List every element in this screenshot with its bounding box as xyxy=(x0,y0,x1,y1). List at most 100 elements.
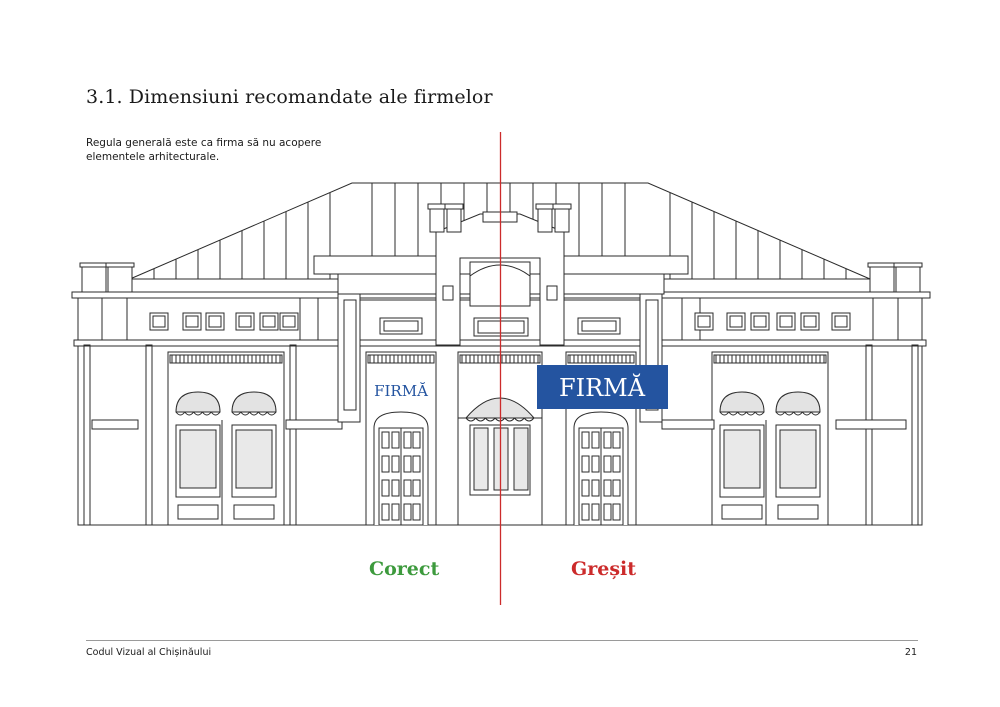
attic-window-pane xyxy=(262,315,276,328)
door-panel xyxy=(581,479,590,497)
window-bay xyxy=(711,351,829,526)
central-chimney xyxy=(554,207,570,233)
central-chimney xyxy=(446,207,462,233)
awning-scallop xyxy=(793,411,803,416)
door-panel xyxy=(591,431,600,449)
sign-wrong: FIRMĂ xyxy=(537,365,668,409)
door-panel xyxy=(391,431,400,449)
attic-window xyxy=(800,312,820,331)
awning-scallop xyxy=(810,411,821,416)
central-chimney-cap xyxy=(444,203,464,210)
attic-window xyxy=(235,312,255,331)
window-glass xyxy=(723,429,761,489)
awning-scallop xyxy=(801,411,812,416)
door-panel xyxy=(591,455,600,473)
chimney xyxy=(107,265,133,293)
wall-pilaster xyxy=(865,344,873,526)
door-panel xyxy=(381,455,390,473)
attic-window-pane xyxy=(753,315,767,328)
window-sill-panel xyxy=(177,504,219,520)
attic-window-pane xyxy=(834,315,848,328)
center-window-glass xyxy=(513,427,529,491)
attic-window xyxy=(776,312,796,331)
central-pillar-inner xyxy=(343,299,357,411)
correct-label: Corect xyxy=(369,558,440,580)
ledge xyxy=(91,419,139,430)
page-title: 3.1. Dimensiuni recomandate ale firmelor xyxy=(86,86,493,108)
awning-scallop xyxy=(719,411,730,416)
attic-window xyxy=(279,312,299,331)
central-pillar xyxy=(337,293,361,423)
door-panel xyxy=(612,431,621,449)
door-panel xyxy=(381,431,390,449)
awning-scallop xyxy=(475,417,486,422)
window-sill-panel xyxy=(721,504,763,520)
awning xyxy=(719,391,765,413)
awning-scallop xyxy=(523,417,535,422)
footer-divider xyxy=(86,640,918,641)
awning-scallop xyxy=(210,411,221,416)
awning-scallop xyxy=(465,417,477,422)
awning-scallop xyxy=(240,411,251,416)
window-sill-panel xyxy=(777,504,819,520)
intro-paragraph: Regula generală este ca firma să nu acop… xyxy=(86,137,322,163)
door-panel xyxy=(581,431,590,449)
awning-scallop xyxy=(231,411,242,416)
chimney-cap xyxy=(105,262,135,268)
center-window-glass xyxy=(473,427,489,491)
central-chimney xyxy=(429,207,445,233)
window-sill-panel xyxy=(233,504,275,520)
door-panel xyxy=(612,479,621,497)
awning xyxy=(775,391,821,413)
attic-window-pane xyxy=(238,315,252,328)
awning-scallop xyxy=(201,411,212,416)
door-panel xyxy=(603,503,612,521)
chimney xyxy=(869,265,895,293)
attic-window xyxy=(726,312,746,331)
attic-window-pane xyxy=(185,315,199,328)
ledge xyxy=(285,419,343,430)
attic-window xyxy=(694,312,714,331)
chimney-cap xyxy=(867,262,897,268)
window-glass xyxy=(179,429,217,489)
awning xyxy=(231,391,277,413)
door-panel xyxy=(591,479,600,497)
attic-window-pane xyxy=(803,315,817,328)
central-window-pane xyxy=(383,320,419,332)
awning xyxy=(175,391,221,413)
chimney xyxy=(81,265,107,293)
wall-pilaster xyxy=(289,344,297,526)
door-panel xyxy=(391,455,400,473)
sign-wrong-text: FIRMĂ xyxy=(559,373,646,402)
awning-scallop xyxy=(485,417,496,422)
door-panel xyxy=(403,479,412,497)
central-pillar-inner xyxy=(645,299,659,411)
attic-window-pane xyxy=(729,315,743,328)
central-chimney xyxy=(537,207,553,233)
central-window xyxy=(577,317,621,335)
awning-scallop xyxy=(745,411,756,416)
bay-frieze xyxy=(169,354,283,364)
door-panel xyxy=(403,431,412,449)
window-glass xyxy=(779,429,817,489)
door-panel xyxy=(381,479,390,497)
window-bay xyxy=(167,351,285,526)
wall-pilaster xyxy=(145,344,153,526)
awning-scallop xyxy=(728,411,739,416)
chimney xyxy=(895,265,921,293)
awning-scallop xyxy=(193,411,203,416)
window-glass xyxy=(235,429,273,489)
door-panel xyxy=(412,455,421,473)
door-panel xyxy=(603,455,612,473)
door-panel xyxy=(603,431,612,449)
door-panel xyxy=(612,455,621,473)
central-window xyxy=(379,317,423,335)
sign-correct: FIRMĂ xyxy=(374,382,428,400)
door-panel xyxy=(391,479,400,497)
awning-scallop xyxy=(784,411,795,416)
attic-window xyxy=(182,312,202,331)
attic-window xyxy=(149,312,169,331)
door-frieze xyxy=(567,354,635,364)
wall-pilaster xyxy=(911,344,919,526)
